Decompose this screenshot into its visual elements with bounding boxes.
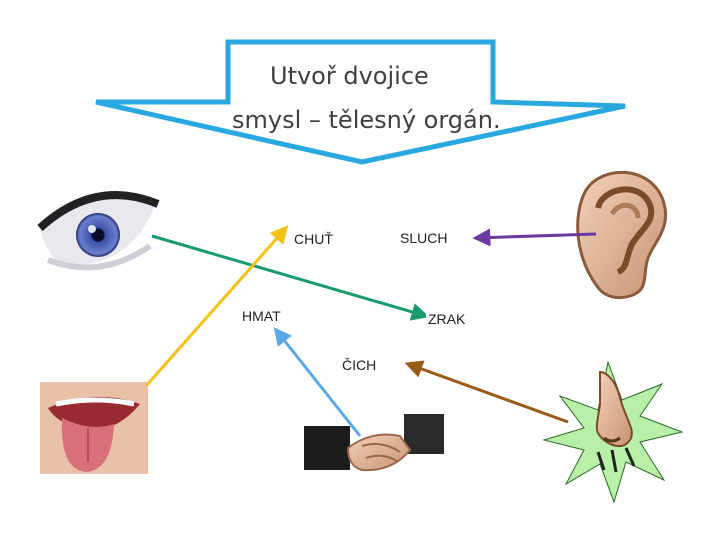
eye-icon bbox=[37, 191, 160, 271]
eye-to-zrak-arrow bbox=[151, 234, 430, 321]
label-hmat: HMAT bbox=[240, 307, 283, 325]
ear-to-sluch-arrow bbox=[472, 228, 597, 247]
title-line-1: Utvoř dvojice bbox=[270, 62, 429, 90]
handshake-icon bbox=[304, 414, 444, 472]
label-cich: ČICH bbox=[340, 356, 379, 374]
title-line-2: smysl – tělesný orgán. bbox=[232, 106, 501, 134]
title-callout bbox=[95, 39, 626, 165]
hand-to-hmat-arrow bbox=[273, 327, 362, 437]
tongue-icon bbox=[40, 382, 148, 474]
nose-to-cich-arrow bbox=[404, 360, 569, 424]
label-chut: CHUŤ bbox=[292, 230, 335, 248]
label-zrak: ZRAK bbox=[426, 310, 468, 328]
ear-icon bbox=[576, 170, 668, 300]
nose-icon bbox=[542, 360, 684, 504]
tongue-to-chut-arrow bbox=[144, 225, 289, 387]
label-sluch: SLUCH bbox=[398, 229, 450, 247]
